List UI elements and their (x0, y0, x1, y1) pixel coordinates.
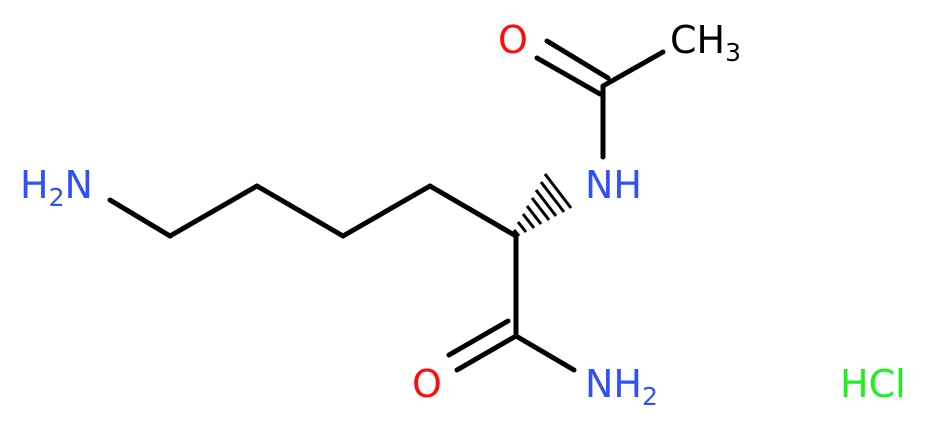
bond-c4-calpha (427, 183, 519, 239)
amide-nh2-label: NH2 (585, 362, 658, 411)
bond-amine-c1 (107, 197, 173, 239)
hcl-label: HCl (840, 362, 906, 406)
bond-c1-c2 (167, 183, 260, 239)
atom-labels: O CH3 NH H2N O NH2 HCl (20, 18, 906, 411)
bonds (107, 38, 666, 373)
hashed-wedge-bond (512, 173, 573, 237)
bond-acetyl-co-1 (534, 55, 603, 97)
methyl-label: CH3 (670, 18, 741, 67)
oxygen-bottom-label: O (412, 362, 442, 406)
bond-c2-c3 (254, 183, 346, 239)
bond-acetyl-ch3 (600, 49, 666, 89)
oxygen-top-label: O (498, 18, 528, 62)
bond-amide-co-1 (454, 333, 519, 373)
bond-acetyl-co-2 (544, 38, 611, 81)
bond-amide-n (513, 333, 577, 373)
amine-label: H2N (20, 163, 93, 212)
bond-amide-co-2 (446, 318, 511, 358)
bond-c3-c4 (340, 183, 433, 239)
nh-label: NH (585, 163, 642, 207)
